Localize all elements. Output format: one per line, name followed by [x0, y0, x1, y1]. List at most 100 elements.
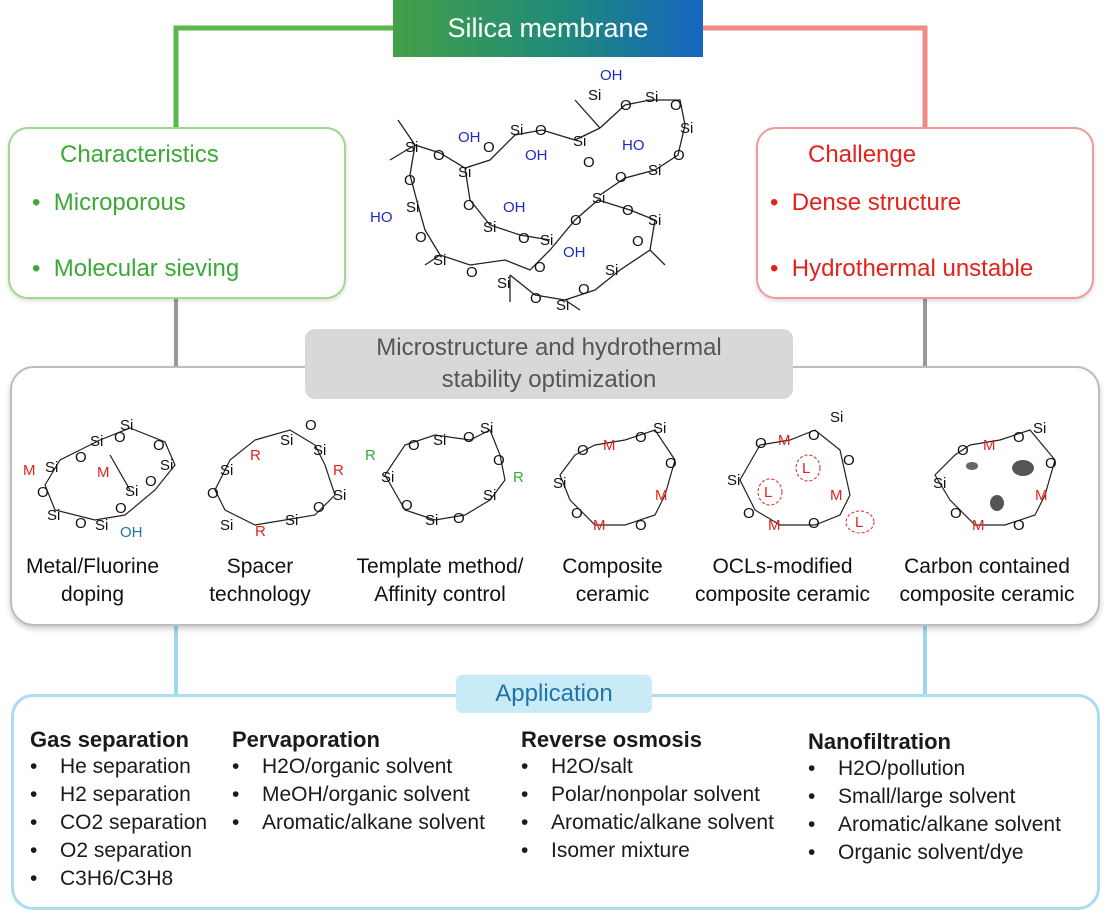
optimization-box	[10, 366, 1100, 626]
optimization-label: Microstructure and hydrothermal stabilit…	[305, 329, 793, 399]
svg-text:O: O	[493, 452, 505, 469]
o-label: O	[670, 97, 682, 114]
svg-text:Si: Si	[280, 432, 293, 449]
svg-text:Si: Si	[220, 517, 233, 534]
svg-text:Si: Si	[95, 517, 108, 534]
method-structures: Si Si Si Si Si Si Si O O O O O O O M M O…	[23, 409, 1057, 541]
svg-text:O: O	[1013, 517, 1025, 534]
svg-text:O: O	[755, 435, 767, 452]
o-label: O	[466, 264, 478, 281]
o-label: O	[530, 290, 542, 307]
column-title: Pervaporation	[232, 727, 380, 752]
o-label: O	[433, 147, 445, 164]
svg-text:O: O	[453, 510, 465, 527]
svg-text:O: O	[843, 452, 855, 469]
list-item: •Organic solvent/dye	[808, 841, 1024, 864]
application-box	[11, 694, 1100, 910]
svg-text:O: O	[577, 442, 589, 459]
method-caption: Template method/Affinity control	[356, 555, 524, 606]
characteristics-box: Characteristics • Microporous • Molecula…	[8, 127, 346, 299]
svg-text:R: R	[250, 447, 261, 464]
list-item: •He separation	[30, 755, 191, 778]
structure-composite: O M O Si O M O M O Si	[553, 420, 677, 534]
si-label: Si	[648, 212, 661, 229]
list-item: •Polar/nonpolar solvent	[521, 783, 760, 806]
o-label: O	[622, 202, 634, 219]
column-title: Gas separation	[30, 727, 189, 752]
list-item: •H2O/organic solvent	[232, 755, 453, 778]
o-label: O	[535, 122, 547, 139]
svg-text:R: R	[513, 469, 524, 486]
o-label: O	[415, 229, 427, 246]
si-label: Si	[645, 89, 658, 106]
svg-text:Si: Si	[480, 420, 493, 437]
si-label: Si	[405, 139, 418, 156]
svg-text:M: M	[972, 517, 985, 534]
application-label: Application	[456, 675, 652, 713]
si-label: Si	[648, 162, 661, 179]
o-label: O	[578, 281, 590, 298]
si-label: Si	[433, 252, 446, 269]
oh-label: OH	[563, 244, 586, 261]
svg-text:O: O	[114, 429, 126, 446]
svg-text:Si: Si	[313, 442, 326, 459]
column-title: Nanofiltration	[808, 729, 951, 754]
svg-text:O: O	[145, 473, 157, 490]
oh-label: OH	[503, 199, 526, 216]
svg-text:R: R	[333, 462, 344, 479]
svg-text:Si: Si	[727, 472, 740, 489]
oh-label: OH	[458, 129, 481, 146]
characteristics-item: • Microporous	[32, 189, 186, 216]
challenge-heading: Challenge	[808, 141, 917, 168]
si-label: Si	[680, 120, 693, 137]
list-item: •H2O/salt	[521, 755, 633, 778]
svg-text:L: L	[855, 514, 863, 531]
svg-text:O: O	[305, 417, 317, 434]
svg-text:O: O	[1013, 429, 1025, 446]
structure-template: O Si O Si O Si O Si O Si R R	[365, 420, 524, 529]
svg-text:O: O	[665, 455, 677, 472]
challenge-item: • Dense structure	[770, 189, 962, 216]
svg-text:O: O	[75, 515, 87, 532]
list-item: •Small/large solvent	[808, 785, 1016, 808]
svg-text:Si: Si	[653, 420, 666, 437]
title-text: Silica membrane	[447, 13, 649, 43]
si-label: Si	[573, 133, 586, 150]
o-label: O	[483, 139, 495, 156]
svg-text:Si: Si	[160, 457, 173, 474]
svg-text:M: M	[768, 517, 781, 534]
svg-text:M: M	[603, 437, 616, 454]
o-label: O	[632, 233, 644, 250]
si-label: Si	[510, 122, 523, 139]
svg-text:O: O	[808, 515, 820, 532]
svg-text:O: O	[635, 517, 647, 534]
optimization-label-line2: stability optimization	[441, 366, 657, 393]
list-item: •Aromatic/alkane solvent	[808, 813, 1061, 836]
si-label: Si	[588, 87, 601, 104]
characteristics-item: • Molecular sieving	[32, 255, 240, 282]
svg-text:Si: Si	[45, 459, 58, 476]
svg-text:M: M	[655, 487, 668, 504]
structure-metal-fluorine: Si Si Si Si Si Si Si O O O O O O O M M O…	[23, 417, 176, 541]
svg-text:M: M	[97, 464, 110, 481]
svg-text:Si: Si	[425, 512, 438, 529]
svg-text:O: O	[153, 437, 165, 454]
optimization-label-line1: Microstructure and hydrothermal	[376, 334, 722, 361]
svg-text:M: M	[23, 462, 36, 479]
svg-text:O: O	[635, 429, 647, 446]
o-label: O	[518, 230, 530, 247]
svg-text:Si: Si	[125, 483, 138, 500]
o-label: O	[534, 259, 546, 276]
svg-text:M: M	[593, 517, 606, 534]
list-item: •H2 separation	[30, 783, 191, 806]
title-banner: Silica membrane	[393, 0, 703, 57]
svg-text:Si: Si	[47, 507, 60, 524]
application-column-reverse-osmosis: Reverse osmosis •H2O/salt •Polar/nonpola…	[521, 727, 774, 865]
list-item: •O2 separation	[30, 839, 192, 862]
o-label: O	[615, 169, 627, 186]
